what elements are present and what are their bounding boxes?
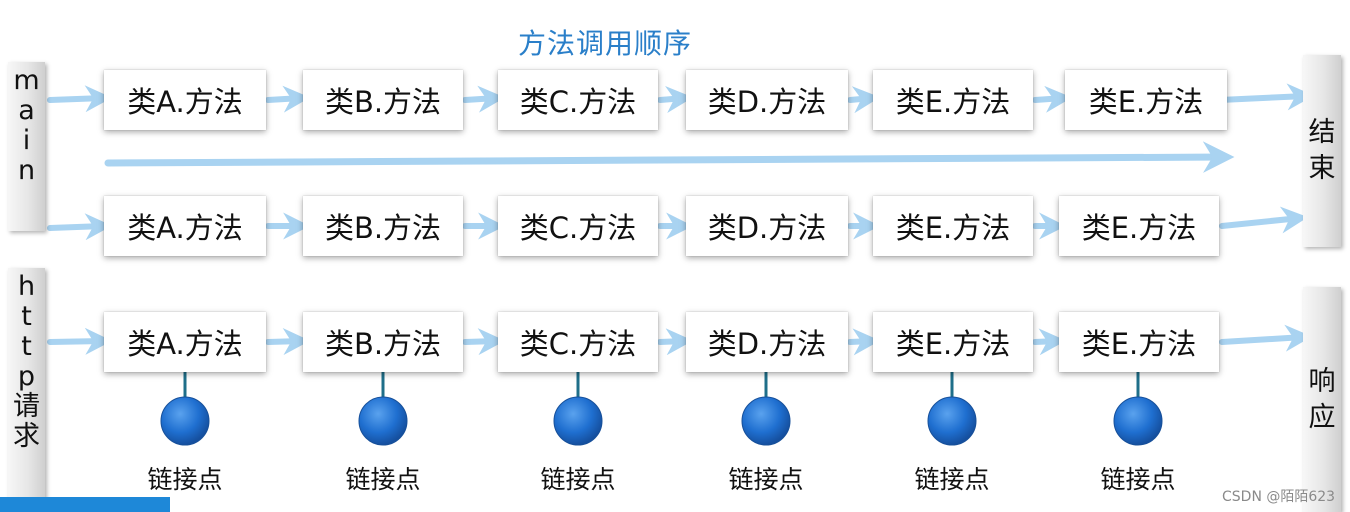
http-request-label: h t t p 请 求: [8, 268, 45, 500]
method-box-row2-1: 类A.方法: [104, 196, 266, 256]
flow-arrow: [847, 86, 881, 114]
method-box-row1-3: 类C.方法: [498, 70, 658, 130]
method-box-http-5: 类E.方法: [873, 312, 1033, 372]
join-point-circle-6: [1113, 396, 1163, 446]
flow-arrow: [1032, 328, 1067, 356]
flow-arrow: [657, 328, 694, 356]
method-box-row1-1: 类A.方法: [104, 70, 266, 130]
join-point-circle-2: [358, 396, 408, 446]
method-box-row2-6: 类E.方法: [1059, 196, 1219, 256]
join-point-circle-4: [741, 396, 791, 446]
flow-arrow: [1219, 206, 1309, 234]
flow-arrow: [657, 86, 694, 113]
method-box-row1-6: 类E.方法: [1065, 70, 1227, 130]
response-label: 响 应: [1303, 287, 1341, 512]
method-box-http-4: 类D.方法: [686, 312, 848, 372]
join-point-label-1: 链接点: [147, 465, 223, 494]
method-box-row2-5: 类E.方法: [873, 196, 1033, 256]
flow-arrow: [265, 328, 311, 356]
http-label-char: 请: [13, 391, 40, 422]
diagram-title: 方法调用顺序: [517, 27, 692, 60]
corner-accent-bar: [0, 497, 170, 512]
flow-arrow: [47, 85, 113, 113]
method-box-row1-5: 类E.方法: [873, 70, 1033, 130]
method-box-row1-2: 类B.方法: [303, 70, 463, 130]
response-label-char: 响: [1308, 365, 1336, 397]
join-point-circle-1: [160, 396, 210, 446]
http-label-char: t: [21, 331, 32, 362]
method-box-http-6: 类E.方法: [1059, 312, 1219, 372]
http-label-char: h: [17, 271, 36, 302]
method-box-row2-4: 类D.方法: [686, 196, 848, 256]
flow-arrow-group: [47, 83, 1315, 356]
join-point-label-2: 链接点: [345, 465, 421, 494]
watermark: CSDN @陌陌623: [1222, 489, 1336, 505]
join-point-circle-3: [553, 396, 603, 446]
method-box-http-3: 类C.方法: [498, 312, 658, 372]
method-box-http-1: 类A.方法: [104, 312, 266, 372]
method-box-row2-3: 类C.方法: [498, 196, 658, 256]
method-box-row1-4: 类D.方法: [686, 70, 848, 130]
end-label: 结 束: [1303, 55, 1341, 247]
end-label-char: 结: [1308, 117, 1336, 148]
http-label-char: 求: [13, 421, 40, 452]
flow-arrow: [462, 85, 506, 113]
http-label-char: p: [17, 361, 36, 392]
join-point-label-5: 链接点: [914, 465, 990, 494]
flow-arrow: [47, 213, 113, 241]
flow-arrow: [104, 141, 1235, 173]
end-label-char: 束: [1308, 153, 1336, 184]
join-point-label-3: 链接点: [540, 465, 616, 494]
flow-arrow: [1217, 83, 1315, 111]
method-box-row2-2: 类B.方法: [303, 196, 463, 256]
join-point-label-4: 链接点: [728, 465, 804, 494]
flow-arrow: [462, 328, 506, 356]
join-point-circle-5: [927, 396, 977, 446]
http-label-char: t: [21, 301, 32, 332]
response-label-char: 应: [1308, 401, 1336, 433]
flow-arrow: [1032, 85, 1073, 113]
main-label-char: n: [17, 155, 36, 186]
flow-arrow: [1219, 324, 1313, 352]
main-label: m a i n: [8, 62, 45, 231]
flow-arrow: [847, 328, 881, 356]
flow-arrow: [265, 85, 311, 113]
main-label-char: m: [13, 65, 40, 96]
flow-arrow: [47, 327, 113, 355]
join-point-label-6: 链接点: [1100, 465, 1176, 494]
main-label-char: i: [22, 125, 31, 156]
main-label-char: a: [18, 95, 35, 126]
method-box-http-2: 类B.方法: [303, 312, 463, 372]
